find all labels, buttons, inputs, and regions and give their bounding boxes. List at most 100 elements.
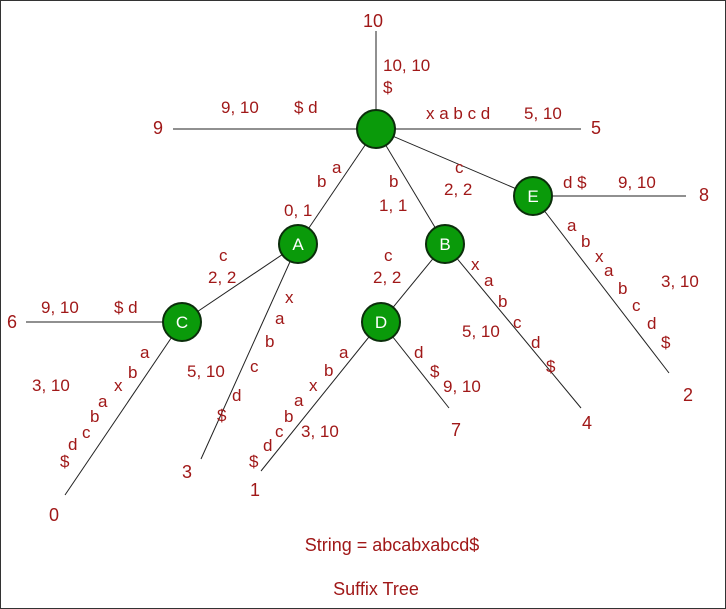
edge-label: a	[275, 309, 285, 328]
edge-label: c	[455, 158, 464, 177]
edge-label: a	[339, 343, 349, 362]
edge-label: b	[498, 292, 507, 311]
leaf-8: 8	[699, 185, 709, 205]
edge-label: d	[531, 333, 540, 352]
caption-title: Suffix Tree	[333, 579, 419, 599]
edge-label: 10, 10	[383, 56, 430, 75]
edge-label: x	[595, 247, 604, 266]
leaf-6: 6	[7, 312, 17, 332]
edge-label: 9, 10	[618, 173, 656, 192]
edge-label: 5, 10	[187, 362, 225, 381]
node-B-label: B	[439, 235, 450, 254]
edge-label: c	[513, 313, 522, 332]
leaf-10: 10	[363, 11, 383, 31]
edge-label: 1, 1	[379, 196, 407, 215]
edge-label: c	[82, 423, 91, 442]
edge-label: 9, 10	[443, 377, 481, 396]
leaf-2: 2	[683, 385, 693, 405]
node-A: A	[278, 224, 318, 264]
leaf-3: 3	[182, 462, 192, 482]
leaf-4: 4	[582, 413, 592, 433]
edge-D-leaf-1	[260, 321, 382, 472]
edge-label: 5, 10	[524, 104, 562, 123]
edge-label: c	[219, 246, 228, 265]
edge-label: a	[604, 261, 614, 280]
edge-root-A	[297, 128, 377, 245]
node-E: E	[513, 176, 553, 216]
edge-label: 3, 10	[661, 272, 699, 291]
node-root	[356, 109, 396, 149]
edge-A-C	[181, 243, 299, 323]
edge-label: c	[632, 296, 641, 315]
edge-root-E	[375, 128, 534, 197]
edge-label: b	[128, 363, 137, 382]
edge-C-leaf-0	[64, 321, 183, 496]
edge-label: $ d	[114, 298, 138, 317]
leaf-5: 5	[591, 118, 601, 138]
edge-label: d	[647, 314, 656, 333]
edge-label: b	[581, 232, 590, 251]
edge-label: a	[332, 158, 342, 177]
edge-label: d	[232, 386, 241, 405]
leaf-1: 1	[250, 480, 260, 500]
edge-label: b	[324, 361, 333, 380]
edge-label: c	[275, 422, 284, 441]
edge-label: x	[114, 376, 123, 395]
edge-label: 2, 2	[208, 268, 236, 287]
edge-label: $	[661, 333, 671, 352]
leaf-9: 9	[153, 118, 163, 138]
leaf-7: 7	[451, 420, 461, 440]
edge-label: $	[217, 406, 227, 425]
edge-label: a	[98, 392, 108, 411]
edge-label: x	[285, 288, 294, 307]
edge-label: b	[284, 407, 293, 426]
edge-label: 3, 10	[301, 422, 339, 441]
edge-A-leaf-3	[200, 243, 299, 460]
edge-label: b	[389, 172, 398, 191]
leaf-0: 0	[49, 505, 59, 525]
edge-label: $	[383, 78, 393, 97]
node-D: D	[361, 302, 401, 342]
edge-label: b	[618, 279, 627, 298]
node-B: B	[425, 224, 465, 264]
edge-label: 2, 2	[444, 180, 472, 199]
edge-label: a	[294, 391, 304, 410]
edge-E-leaf-2	[532, 195, 670, 374]
node-E-label: E	[527, 187, 538, 206]
edge-label: 9, 10	[221, 98, 259, 117]
edge-label: c	[250, 357, 259, 376]
edge-label: $	[249, 452, 259, 471]
node-C: C	[162, 302, 202, 342]
edge-label: d $	[563, 173, 587, 192]
edge-label: x	[471, 255, 480, 274]
edge-label: $	[546, 357, 556, 376]
edge-label: x	[309, 376, 318, 395]
edge-root-B	[375, 128, 446, 245]
edge-label: $	[60, 452, 70, 471]
edge-label: 5, 10	[462, 322, 500, 341]
edge-label: $	[430, 362, 440, 381]
edge-label: 0, 1	[284, 201, 312, 220]
edge-label: b	[265, 332, 274, 351]
edge-label: 3, 10	[32, 376, 70, 395]
node-C-label: C	[176, 313, 188, 332]
edge-label: a	[484, 271, 494, 290]
edge-label: a	[567, 216, 577, 235]
edge-label: d	[414, 343, 423, 362]
edge-label: x a b c d	[426, 104, 490, 123]
edge-label: $ d	[294, 98, 318, 117]
edge-label: c	[384, 246, 393, 265]
edge-label: d	[263, 436, 272, 455]
caption-string: String = abcabxabcd$	[305, 535, 480, 555]
node-D-label: D	[375, 313, 387, 332]
edge-label: b	[90, 407, 99, 426]
edge-B-leaf-4	[444, 243, 582, 409]
edge-label: d	[68, 435, 77, 454]
edge-label: 2, 2	[373, 268, 401, 287]
edge-label: b	[317, 172, 326, 191]
edge-label: 9, 10	[41, 298, 79, 317]
edge-label: a	[140, 343, 150, 362]
node-A-label: A	[292, 235, 304, 254]
